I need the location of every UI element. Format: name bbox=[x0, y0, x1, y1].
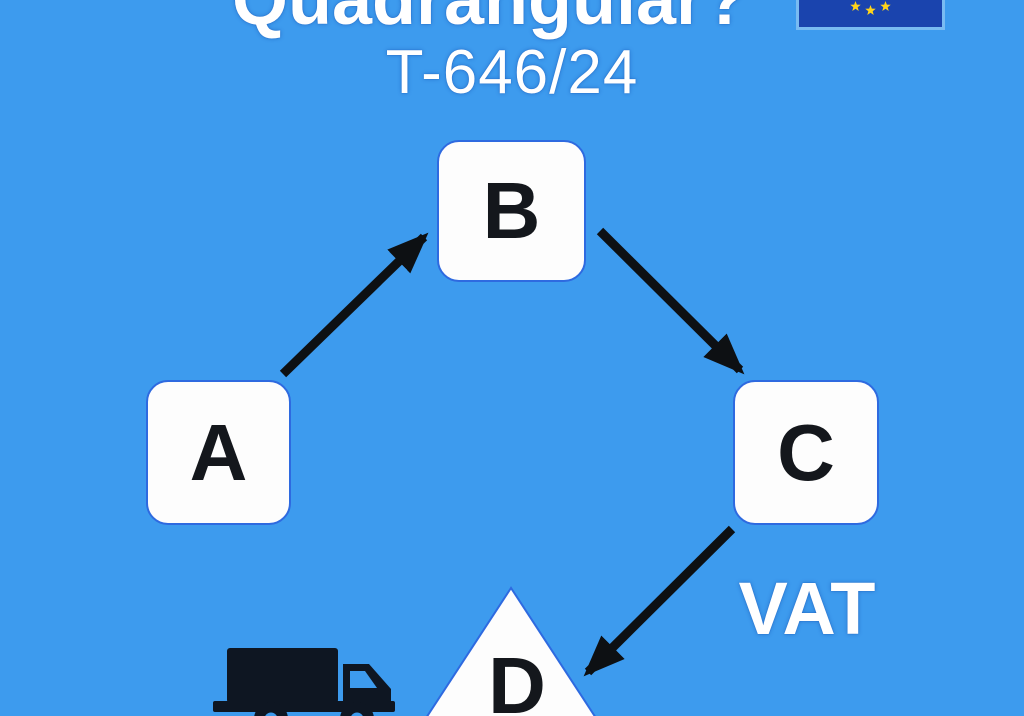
page-title: Quadrangular? bbox=[231, 0, 749, 40]
truck-window bbox=[350, 671, 377, 688]
arrow-b-to-c bbox=[596, 227, 745, 375]
node-b-label: B bbox=[482, 166, 541, 255]
vat-label: VAT bbox=[738, 567, 876, 650]
arrow-a-to-b bbox=[279, 232, 429, 378]
arrow-c-to-d bbox=[583, 525, 736, 677]
node-a: A bbox=[146, 380, 291, 525]
node-b: B bbox=[437, 140, 586, 282]
node-c: C bbox=[733, 380, 879, 525]
node-d-label: D bbox=[488, 641, 546, 716]
node-a-label: A bbox=[189, 407, 248, 497]
node-d-triangle bbox=[426, 586, 596, 716]
node-c-label: C bbox=[777, 407, 835, 497]
truck-rear-hub bbox=[265, 712, 277, 716]
truck-front-hub bbox=[351, 712, 363, 716]
case-reference: T-646/24 bbox=[385, 38, 639, 107]
eu-flag-icon bbox=[796, 0, 945, 30]
